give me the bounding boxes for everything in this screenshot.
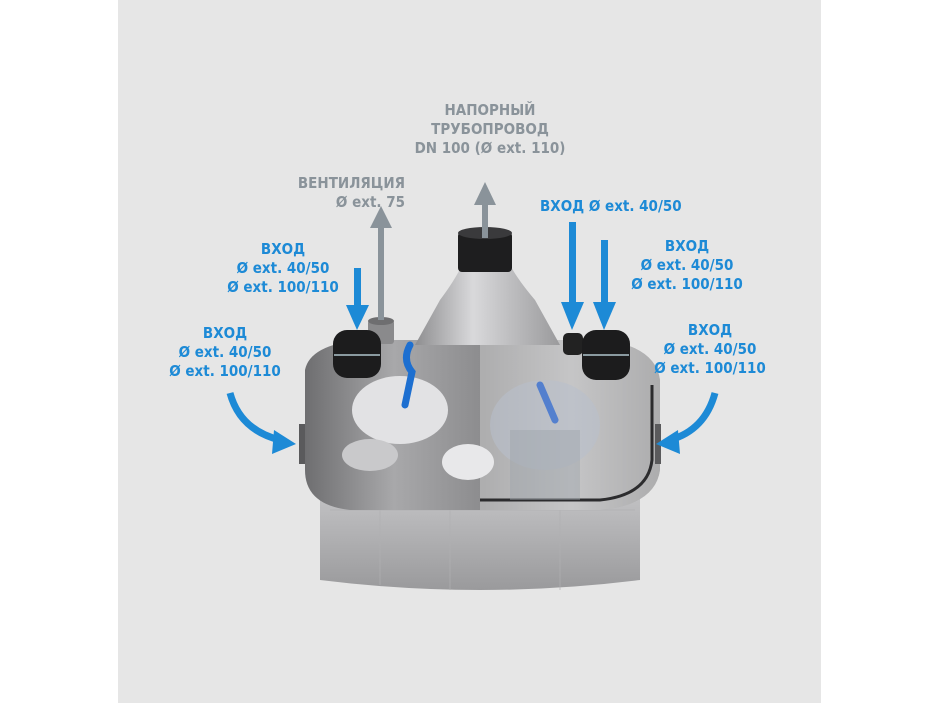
inlet-top-right-line3: Ø ext. 100/110 xyxy=(631,275,743,293)
inlet-side-right-line1: ВХОД xyxy=(687,321,733,339)
discharge-label-line2: ТРУБОПРОВОД xyxy=(431,120,549,138)
discharge-cone xyxy=(415,265,560,345)
discharge-label-line3: DN 100 (Ø ext. 110) xyxy=(414,139,566,157)
inlet-side-left-line1: ВХОД xyxy=(202,324,248,342)
inlet-side-right-label: ВХОД Ø ext. 40/50 Ø ext. 100/110 xyxy=(645,321,775,378)
inlet-cap-small-right xyxy=(563,333,583,355)
inlet-top-left-line2: Ø ext. 40/50 xyxy=(236,259,330,277)
inlet-top-left-label: ВХОД Ø ext. 40/50 Ø ext. 100/110 xyxy=(218,240,348,297)
inlet-side-right-line2: Ø ext. 40/50 xyxy=(663,340,757,358)
inlet-small-right-label: ВХОД Ø ext. 40/50 xyxy=(540,197,710,216)
discharge-pipe xyxy=(458,232,512,272)
discharge-label-line1: НАПОРНЫЙ xyxy=(444,101,536,119)
inlet-top-left-line3: Ø ext. 100/110 xyxy=(227,278,339,296)
inlet-cap-right xyxy=(582,330,630,380)
inlet-side-right-line3: Ø ext. 100/110 xyxy=(654,359,766,377)
inlet-cap-left xyxy=(333,330,381,378)
discharge-label: НАПОРНЫЙ ТРУБОПРОВОД DN 100 (Ø ext. 110) xyxy=(390,101,590,158)
inlet-top-right-label: ВХОД Ø ext. 40/50 Ø ext. 100/110 xyxy=(622,237,752,294)
inlet-top-right-line1: ВХОД xyxy=(664,237,710,255)
vent-label-line2: Ø ext. 75 xyxy=(335,193,405,211)
inlet-small-right-line1: ВХОД Ø ext. 40/50 xyxy=(540,197,682,215)
inlet-top-left-line1: ВХОД xyxy=(260,240,306,258)
inlet-top-right-line2: Ø ext. 40/50 xyxy=(640,256,734,274)
vent-label: ВЕНТИЛЯЦИЯ Ø ext. 75 xyxy=(255,174,405,212)
inlet-side-left-line2: Ø ext. 40/50 xyxy=(178,343,272,361)
inlet-side-left-label: ВХОД Ø ext. 40/50 Ø ext. 100/110 xyxy=(160,324,290,381)
vent-label-line1: ВЕНТИЛЯЦИЯ xyxy=(297,174,405,192)
inlet-side-left-line3: Ø ext. 100/110 xyxy=(169,362,281,380)
